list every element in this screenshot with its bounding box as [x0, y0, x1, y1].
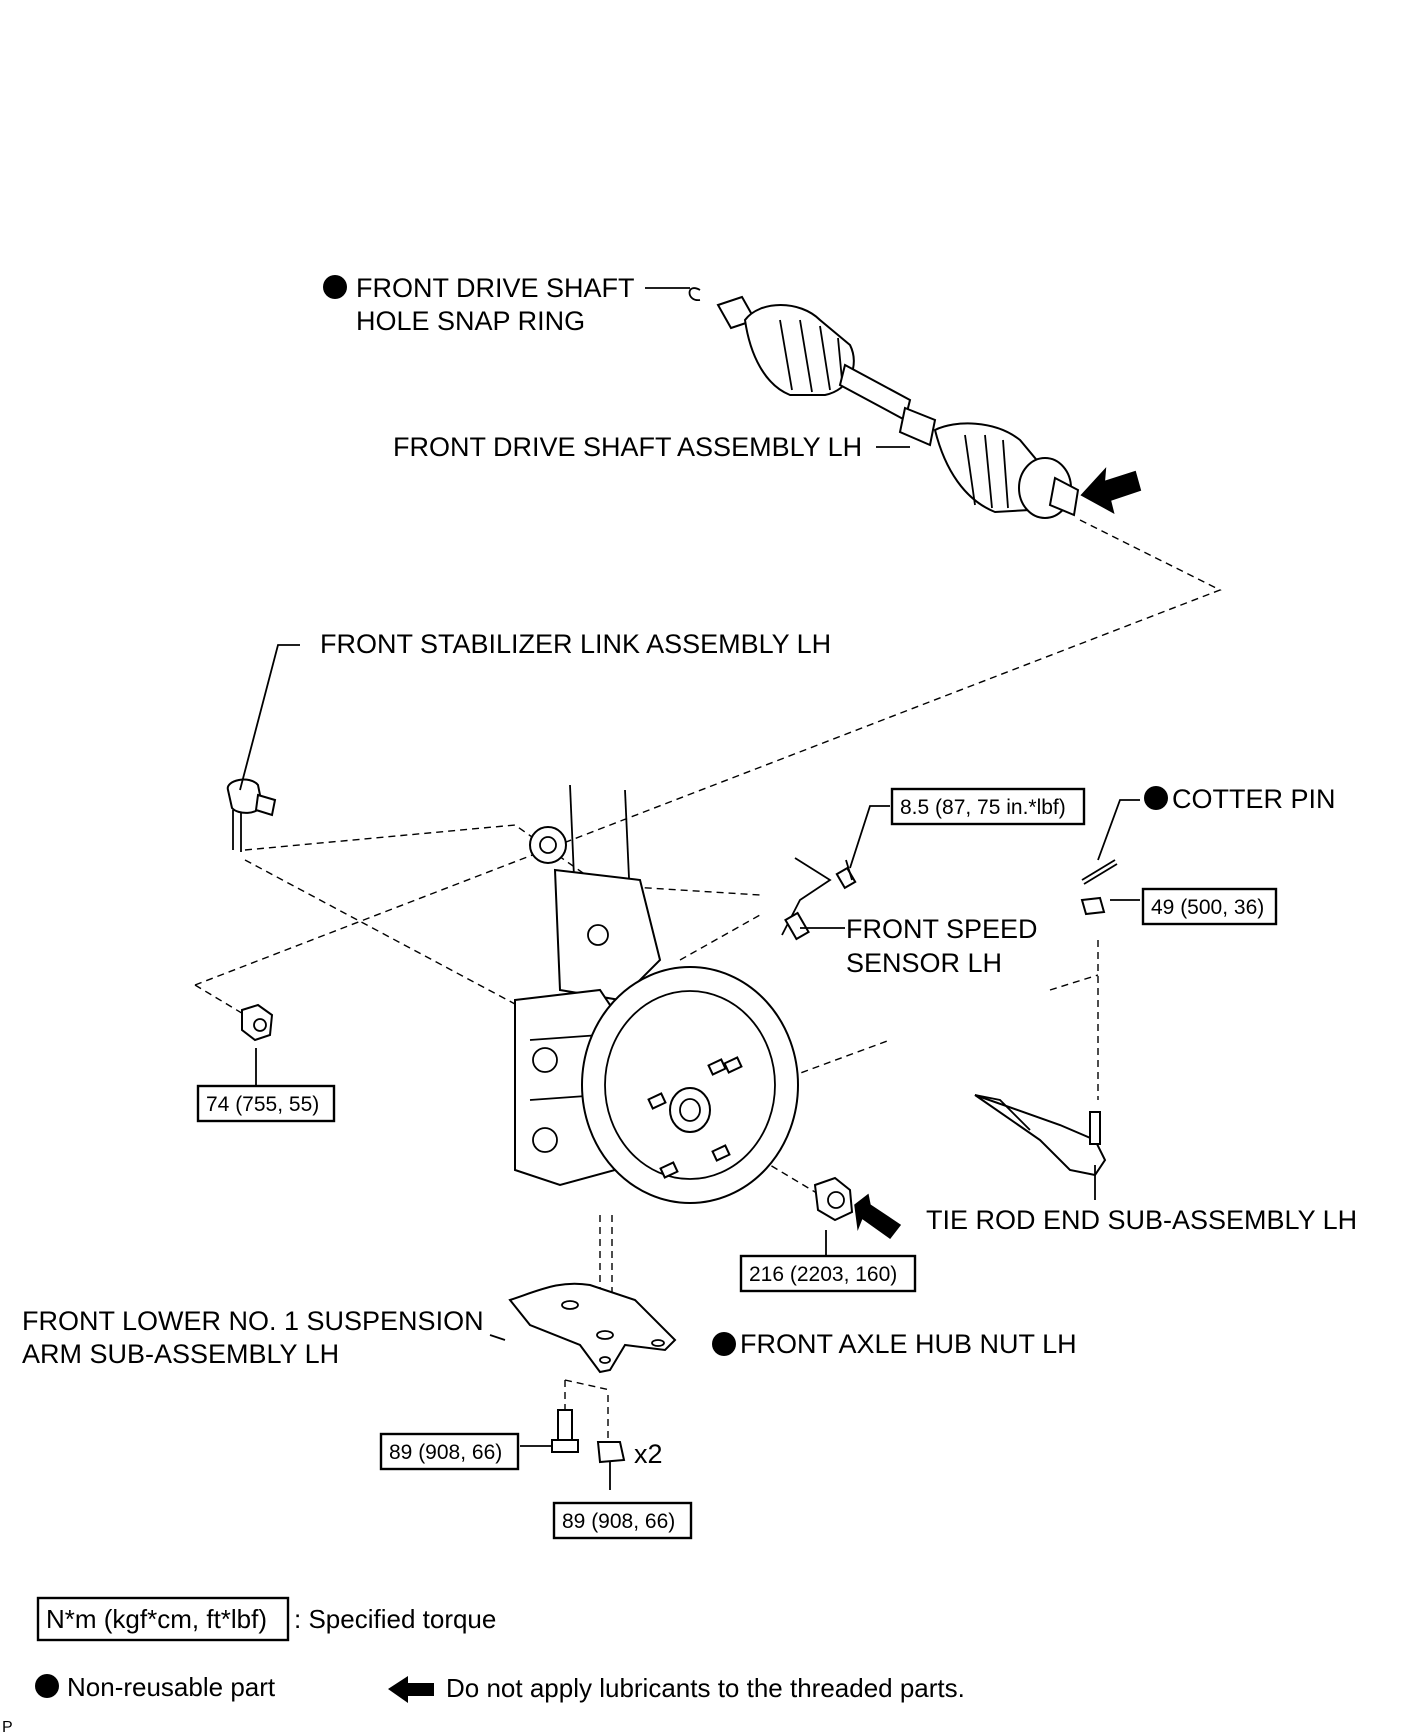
no-lubricant-arrow-shaft [1080, 467, 1142, 514]
tie-rod-torque-box: 49 (500, 36) [1141, 887, 1278, 926]
drive-shaft-label: FRONT DRIVE SHAFT ASSEMBLY LH [393, 432, 862, 462]
snap-ring-shape [688, 287, 701, 301]
svg-text:89 (908, 66): 89 (908, 66) [562, 1510, 675, 1533]
svg-text:49 (500, 36): 49 (500, 36) [1151, 896, 1264, 919]
front-drive-shaft-assembly-image [688, 287, 1142, 519]
hub-nut-shape [813, 1176, 854, 1222]
leader-lines [239, 287, 1140, 1490]
lower-arm-label-line2: ARM SUB-ASSEMBLY LH [22, 1339, 339, 1369]
legend-torque-unit: N*m (kgf*cm, ft*lbf) [46, 1604, 267, 1634]
legend-no-lubricant-row: Do not apply lubricants to the threaded … [388, 1673, 965, 1703]
cotter-pin-shape [1081, 859, 1116, 881]
svg-text:74 (755, 55): 74 (755, 55) [206, 1093, 319, 1116]
no-lubricant-arrow-hub [854, 1193, 902, 1240]
legend-no-lubricant-text: Do not apply lubricants to the threaded … [446, 1673, 965, 1703]
svg-text:8.5 (87, 75 in.*lbf): 8.5 (87, 75 in.*lbf) [900, 796, 1066, 819]
filled-circle-icon [35, 1674, 59, 1698]
legend-non-reusable-row: Non-reusable part [35, 1672, 276, 1702]
lower-arm-nut-shape [596, 1441, 626, 1464]
lower-suspension-arm-image [508, 1282, 677, 1374]
tie-rod-parts-image [974, 859, 1118, 1177]
snap-ring-non-reusable-icon [323, 275, 347, 299]
lower-arm-label-line1: FRONT LOWER NO. 1 SUSPENSION [22, 1306, 484, 1336]
legend-non-reusable-text: Non-reusable part [67, 1672, 276, 1702]
speed-sensor-torque-box: 8.5 (87, 75 in.*lbf) [890, 787, 1086, 826]
axle-hub-nut-label: FRONT AXLE HUB NUT LH [740, 1329, 1077, 1359]
lower-arm-nut-torque-box: 89 (908, 66) [552, 1501, 693, 1540]
stabilizer-link-label: FRONT STABILIZER LINK ASSEMBLY LH [320, 629, 831, 659]
tie-rod-end-label: TIE ROD END SUB-ASSEMBLY LH [926, 1205, 1357, 1235]
lower-arm-bolt-shape [557, 1409, 573, 1443]
arrow-left-icon [388, 1676, 434, 1703]
snap-ring-label-line2: HOLE SNAP RING [356, 306, 585, 336]
hub-nut-torque-box: 216 (2203, 160) [739, 1254, 917, 1293]
cotter-pin-label: COTTER PIN [1172, 784, 1336, 814]
torque-boxes: 8.5 (87, 75 in.*lbf) 49 (500, 36) 74 (75… [196, 787, 1278, 1540]
cotter-pin-non-reusable-icon [1144, 786, 1168, 810]
snap-ring-label-line1: FRONT DRIVE SHAFT [356, 273, 635, 303]
hub-nut-non-reusable-icon [712, 1332, 736, 1356]
speed-sensor-label-line1: FRONT SPEED [846, 914, 1038, 944]
speed-sensor-image [781, 857, 857, 941]
legend-torque-text: : Specified torque [294, 1604, 496, 1634]
quantity-x2-label: x2 [634, 1439, 663, 1469]
legend: N*m (kgf*cm, ft*lbf) : Specified torque … [2, 1596, 965, 1734]
part-labels: FRONT DRIVE SHAFT HOLE SNAP RING FRONT D… [22, 273, 1357, 1469]
fasteners-image [241, 1003, 902, 1464]
corner-mark: P [2, 1719, 13, 1734]
steering-knuckle-brake-image [514, 784, 799, 1204]
lower-arm-bolt-torque-box: 89 (908, 66) [379, 1432, 520, 1471]
stabilizer-link-image [226, 778, 277, 852]
speed-sensor-label-line2: SENSOR LH [846, 948, 1002, 978]
stabilizer-torque-box: 74 (755, 55) [196, 1084, 336, 1123]
legend-torque-row: N*m (kgf*cm, ft*lbf) : Specified torque [36, 1596, 496, 1642]
castle-nut-shape [1080, 896, 1106, 916]
svg-text:216 (2203, 160): 216 (2203, 160) [749, 1263, 897, 1286]
svg-text:89 (908, 66): 89 (908, 66) [389, 1441, 502, 1464]
stabilizer-nut-shape [241, 1003, 274, 1042]
